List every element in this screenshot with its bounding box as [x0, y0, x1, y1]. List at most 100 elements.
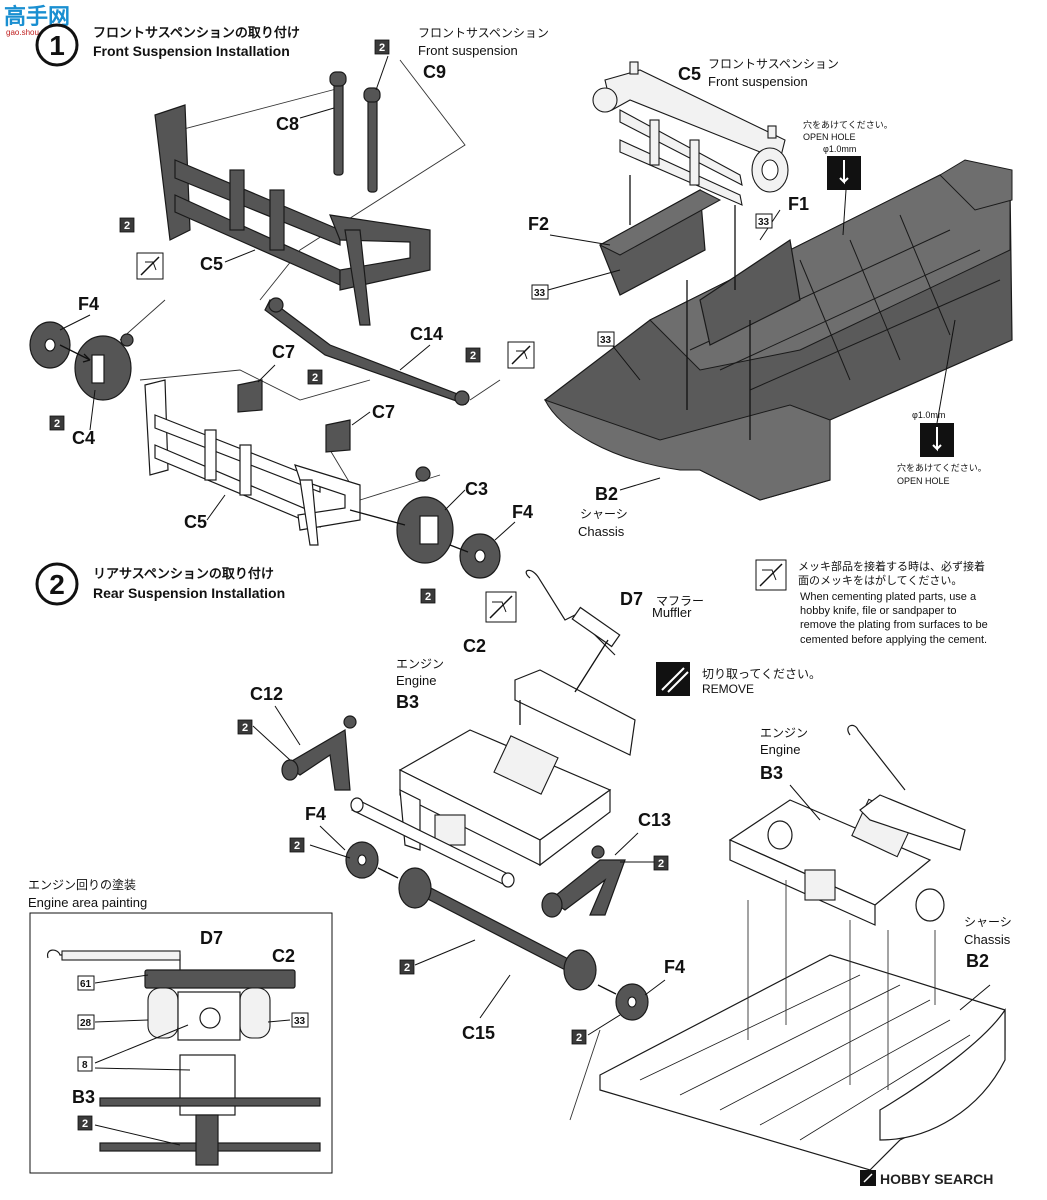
- wheel-disc-f4-right: [459, 533, 501, 579]
- tie-rod-c14: [264, 297, 470, 406]
- svg-text:gao.shou.net: gao.shou.net: [6, 28, 53, 37]
- wheel-disc-f4-rear-left: [345, 841, 379, 879]
- assembly-guide-lines: [119, 59, 601, 1121]
- color-badge-2: 2: [374, 39, 390, 55]
- c5-label-en: Front suspension: [708, 74, 808, 89]
- svg-text:2: 2: [470, 350, 476, 362]
- svg-text:2: 2: [658, 858, 664, 870]
- c5-label-jp: フロントサスペンション: [708, 57, 839, 71]
- painting-title-jp: エンジン回りの塗装: [28, 877, 136, 892]
- no-cement-icon-3: [485, 591, 517, 623]
- svg-text:2: 2: [54, 418, 60, 430]
- assembly-arrows-step2: [377, 639, 617, 995]
- mounting-guide-lines: [747, 784, 991, 1090]
- part-labels-step1: C9 C8 C5 F4 C4 C7 C7 C14 C5 C3 F4: [72, 62, 533, 532]
- color-badge-2: 2: [49, 415, 65, 431]
- svg-text:C15: C15: [462, 1023, 495, 1043]
- svg-text:F4: F4: [78, 294, 99, 314]
- part-labels-right: F2 F1 B2 シャーシ Chassis: [528, 194, 809, 539]
- engine-label-en-2: Engine: [760, 742, 800, 757]
- svg-text:D7: D7: [200, 928, 223, 948]
- chassis-label-jp-2: シャーシ: [964, 915, 1012, 929]
- svg-text:C12: C12: [250, 684, 283, 704]
- color-badge-2: 2: [465, 347, 481, 363]
- step-1-title-jp: フロントサスペンションの取り付け: [93, 25, 300, 41]
- svg-text:C14: C14: [410, 324, 443, 344]
- no-cement-icon-2: [507, 341, 535, 369]
- hub-c4: [74, 333, 134, 401]
- engine-label-en: Engine: [396, 673, 436, 688]
- trailing-arm-c12: [281, 715, 357, 791]
- part-label-b3-2: B3: [760, 763, 783, 783]
- front-suspension-frame-upper: [154, 104, 431, 326]
- open-hole-bottom-en: OPEN HOLE: [897, 476, 950, 486]
- part-label-d7: D7: [620, 589, 643, 609]
- chassis-label-en-2: Chassis: [964, 932, 1011, 947]
- shock-absorber-c9: [363, 87, 381, 193]
- part-labels-inset: D7 C2 B3: [72, 928, 295, 1107]
- color-badge-33: 33: [755, 213, 773, 229]
- svg-text:Chassis: Chassis: [578, 524, 625, 539]
- no-cement-icon-1: [136, 252, 164, 280]
- trailing-arm-c13: [541, 845, 626, 918]
- remove-label-jp: 切り取ってください。: [702, 667, 821, 681]
- svg-text:2: 2: [294, 840, 300, 852]
- part-label-c2: C2: [463, 636, 486, 656]
- color-badge-2: 2: [571, 1029, 587, 1045]
- wheel-disc-f4-rear-right: [615, 983, 649, 1021]
- svg-text:8: 8: [82, 1060, 88, 1071]
- svg-text:33: 33: [294, 1016, 306, 1027]
- open-hole-top-jp: 穴をあけてください。: [803, 119, 893, 131]
- firewall-f1: [699, 238, 801, 346]
- color-badge-2: 2: [399, 959, 415, 975]
- front-suspension-label-en: Front suspension: [418, 43, 518, 58]
- engine-cover-c2: [514, 669, 636, 756]
- svg-text:F4: F4: [664, 957, 685, 977]
- step-2-title-jp: リアサスペンションの取り付け: [93, 566, 274, 582]
- leader-lines-step1: [59, 55, 516, 541]
- hobby-search-logo: HOBBY SEARCH: [860, 1170, 993, 1187]
- step-1-title-en: Front Suspension Installation: [93, 43, 290, 59]
- svg-text:シャーシ: シャーシ: [580, 507, 628, 521]
- hole-size-bottom: φ1.0mm: [912, 410, 945, 420]
- svg-text:C8: C8: [276, 114, 299, 134]
- svg-text:2: 2: [124, 220, 130, 232]
- step-1-header: 1 フロントサスペンションの取り付け Front Suspension Inst…: [35, 23, 300, 67]
- drill-icon-top: [827, 156, 861, 190]
- front-suspension-label-jp: フロントサスペンション: [418, 26, 549, 40]
- svg-text:HOBBY SEARCH: HOBBY SEARCH: [880, 1171, 993, 1187]
- svg-text:When cementing plated parts, u: When cementing plated parts, use a: [800, 591, 977, 603]
- svg-text:2: 2: [242, 722, 248, 734]
- svg-text:2: 2: [404, 962, 410, 974]
- open-hole-top-en: OPEN HOLE: [803, 132, 856, 142]
- svg-text:C4: C4: [72, 428, 95, 448]
- part-label-c5: C5: [678, 64, 701, 84]
- step-number-circle: [35, 23, 79, 67]
- svg-text:remove the plating from surfac: remove the plating from surfaces to be: [800, 619, 988, 631]
- svg-text:B2: B2: [595, 484, 618, 504]
- svg-text:C9: C9: [423, 62, 446, 82]
- svg-text:面のメッキをはがしてください。: 面のメッキをはがしてください。: [798, 573, 962, 587]
- front-suspension-frame-lower: [144, 379, 361, 546]
- svg-text:C5: C5: [184, 512, 207, 532]
- hole-size-top: φ1.0mm: [823, 144, 856, 154]
- color-badge-28: 28: [77, 1014, 95, 1030]
- muffler-d7: [525, 569, 621, 656]
- svg-text:cemented before applying the c: cemented before applying the cement.: [800, 634, 987, 646]
- wheel-disc-f4-left: [29, 321, 71, 369]
- bracket-c7-a: [237, 379, 263, 413]
- watermark-logo: 高手网 gao.shou.net: [4, 4, 70, 37]
- svg-text:33: 33: [534, 288, 546, 299]
- remove-label-en: REMOVE: [702, 682, 754, 696]
- svg-text:F2: F2: [528, 214, 549, 234]
- color-badge-2: 2: [653, 855, 669, 871]
- svg-text:2: 2: [379, 42, 385, 54]
- engine-label-jp-2: エンジン: [760, 726, 808, 740]
- svg-text:F1: F1: [788, 194, 809, 214]
- step-2-title-en: Rear Suspension Installation: [93, 585, 285, 601]
- color-badge-2: 2: [77, 1115, 93, 1131]
- floor-panel-f2: [598, 189, 722, 296]
- svg-text:33: 33: [600, 335, 612, 346]
- svg-text:61: 61: [80, 979, 92, 990]
